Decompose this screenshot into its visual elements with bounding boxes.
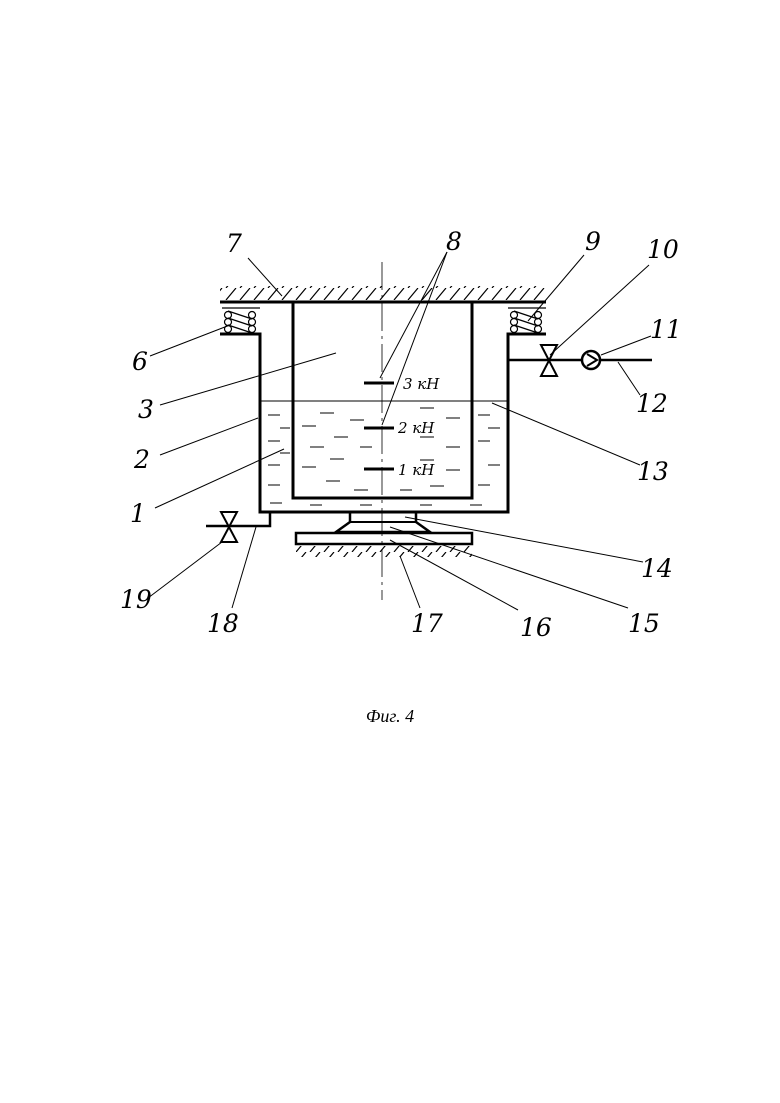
label-6: 6 [132,347,148,376]
label-3: 3 [138,395,154,424]
label-12: 12 [636,389,668,418]
drain-pipe [206,512,270,526]
label-15: 15 [628,609,660,638]
left-spring [222,308,260,333]
label-14: 14 [641,554,673,583]
right-spring [508,308,546,333]
label-11: 11 [650,315,682,344]
label-9: 9 [585,227,601,256]
figure-caption: Фиг. 4 [0,706,780,727]
top-support-hatching [220,286,546,300]
scale-label-1kn: 1 кН [398,461,435,479]
label-10: 10 [647,235,679,264]
liquid-dashes [268,408,500,505]
scale-label-2kn: 2 кН [397,419,435,437]
label-16: 16 [520,613,552,642]
label-18: 18 [207,609,239,638]
scale-label-3kn: 3 кН [403,375,440,393]
label-2: 2 [133,445,150,474]
label-17: 17 [411,609,443,638]
label-1: 1 [130,499,146,528]
label-8: 8 [446,227,462,256]
base-plate [296,533,472,544]
label-7: 7 [226,229,242,258]
label-19: 19 [120,585,152,614]
label-13: 13 [637,457,669,486]
base-hatching [296,546,472,557]
